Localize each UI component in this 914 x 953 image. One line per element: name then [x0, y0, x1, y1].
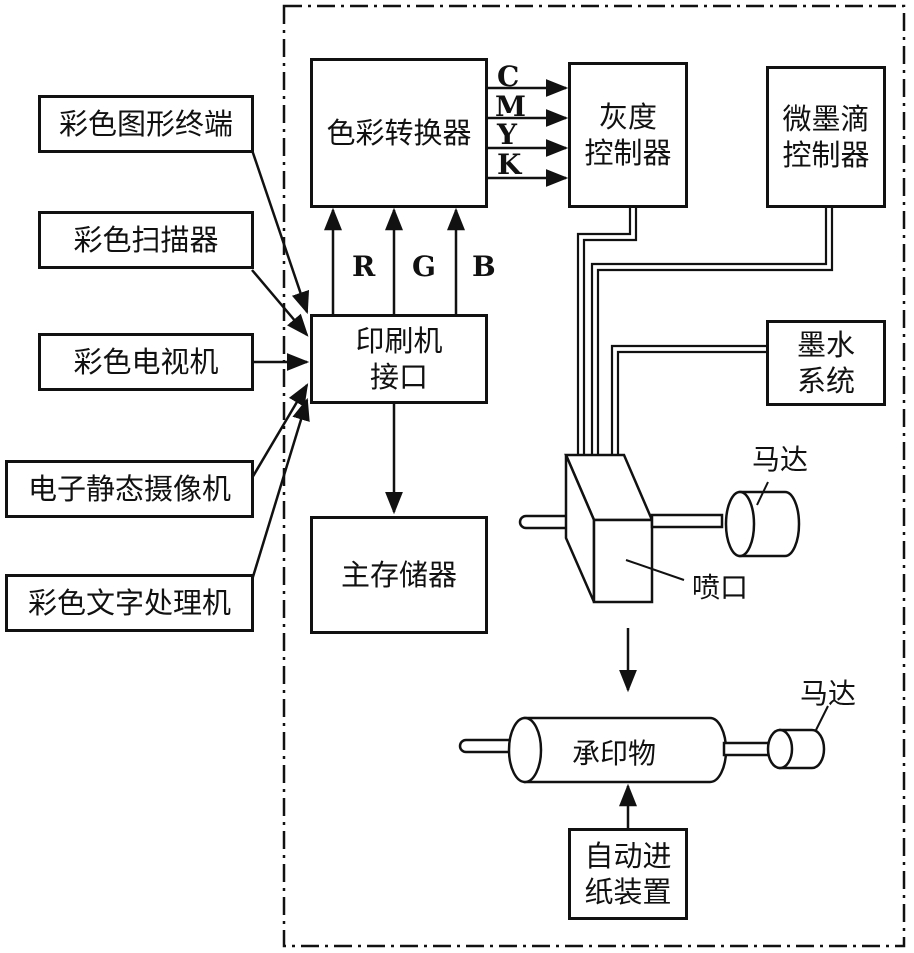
main-memory-label: 主存储器	[340, 557, 457, 592]
main-memory-box: 主存储器	[310, 516, 488, 634]
signal-r: R	[352, 250, 376, 283]
ink-lines	[610, 344, 768, 455]
micro-drop-controller-label: 微墨滴 控制器	[782, 101, 870, 172]
paper-feeder-label: 自动进 纸装置	[584, 838, 672, 909]
motor-top-leader	[756, 481, 769, 506]
nozzle-label: 喷口	[692, 571, 749, 604]
signal-b: B	[472, 250, 496, 283]
motor-top-label: 马达	[752, 443, 809, 476]
cmyk-arrows	[487, 79, 569, 187]
signal-y: Y	[497, 118, 517, 151]
gray-controller-label: 灰度 控制器	[584, 99, 672, 170]
ink-system-box: 墨水 系统	[766, 320, 886, 406]
gray-control-lines	[576, 206, 638, 455]
input-arrows	[250, 149, 310, 581]
gray-controller-box: 灰度 控制器	[568, 62, 688, 208]
motor-bottom-leader	[815, 705, 829, 731]
graphics-terminal-box: 彩色图形终端	[38, 95, 254, 153]
micro-drop-lines	[590, 206, 834, 455]
still-camera-box: 电子静态摄像机	[5, 460, 254, 518]
word-processor-box: 彩色文字处理机	[5, 574, 254, 632]
printer-interface-box: 印刷机 接口	[310, 314, 488, 404]
color-converter-label: 色彩转换器	[326, 115, 472, 150]
tv-label: 彩色电视机	[73, 344, 219, 379]
paper-feeder-box: 自动进 纸装置	[568, 828, 688, 920]
printer-interface-label: 印刷机 接口	[355, 323, 443, 394]
signal-c: C	[497, 60, 520, 93]
signal-m: M	[495, 90, 526, 123]
substrate-roller	[458, 716, 826, 784]
signal-g: G	[412, 250, 436, 283]
still-camera-label: 电子静态摄像机	[27, 471, 231, 506]
nozzle-leader	[625, 559, 685, 581]
motor-bottom-label: 马达	[800, 677, 857, 710]
signal-k: K	[497, 148, 522, 181]
graphics-terminal-label: 彩色图形终端	[58, 106, 233, 141]
tv-box: 彩色电视机	[38, 333, 254, 391]
rgb-arrows	[324, 207, 465, 315]
scanner-box: 彩色扫描器	[38, 211, 254, 269]
word-processor-label: 彩色文字处理机	[27, 585, 231, 620]
micro-drop-controller-box: 微墨滴 控制器	[766, 66, 886, 208]
substrate-label: 承印物	[572, 737, 657, 770]
scanner-label: 彩色扫描器	[73, 222, 219, 257]
nozzle-head	[518, 453, 801, 604]
color-converter-box: 色彩转换器	[310, 58, 488, 208]
ink-system-label: 墨水 系统	[796, 327, 855, 398]
